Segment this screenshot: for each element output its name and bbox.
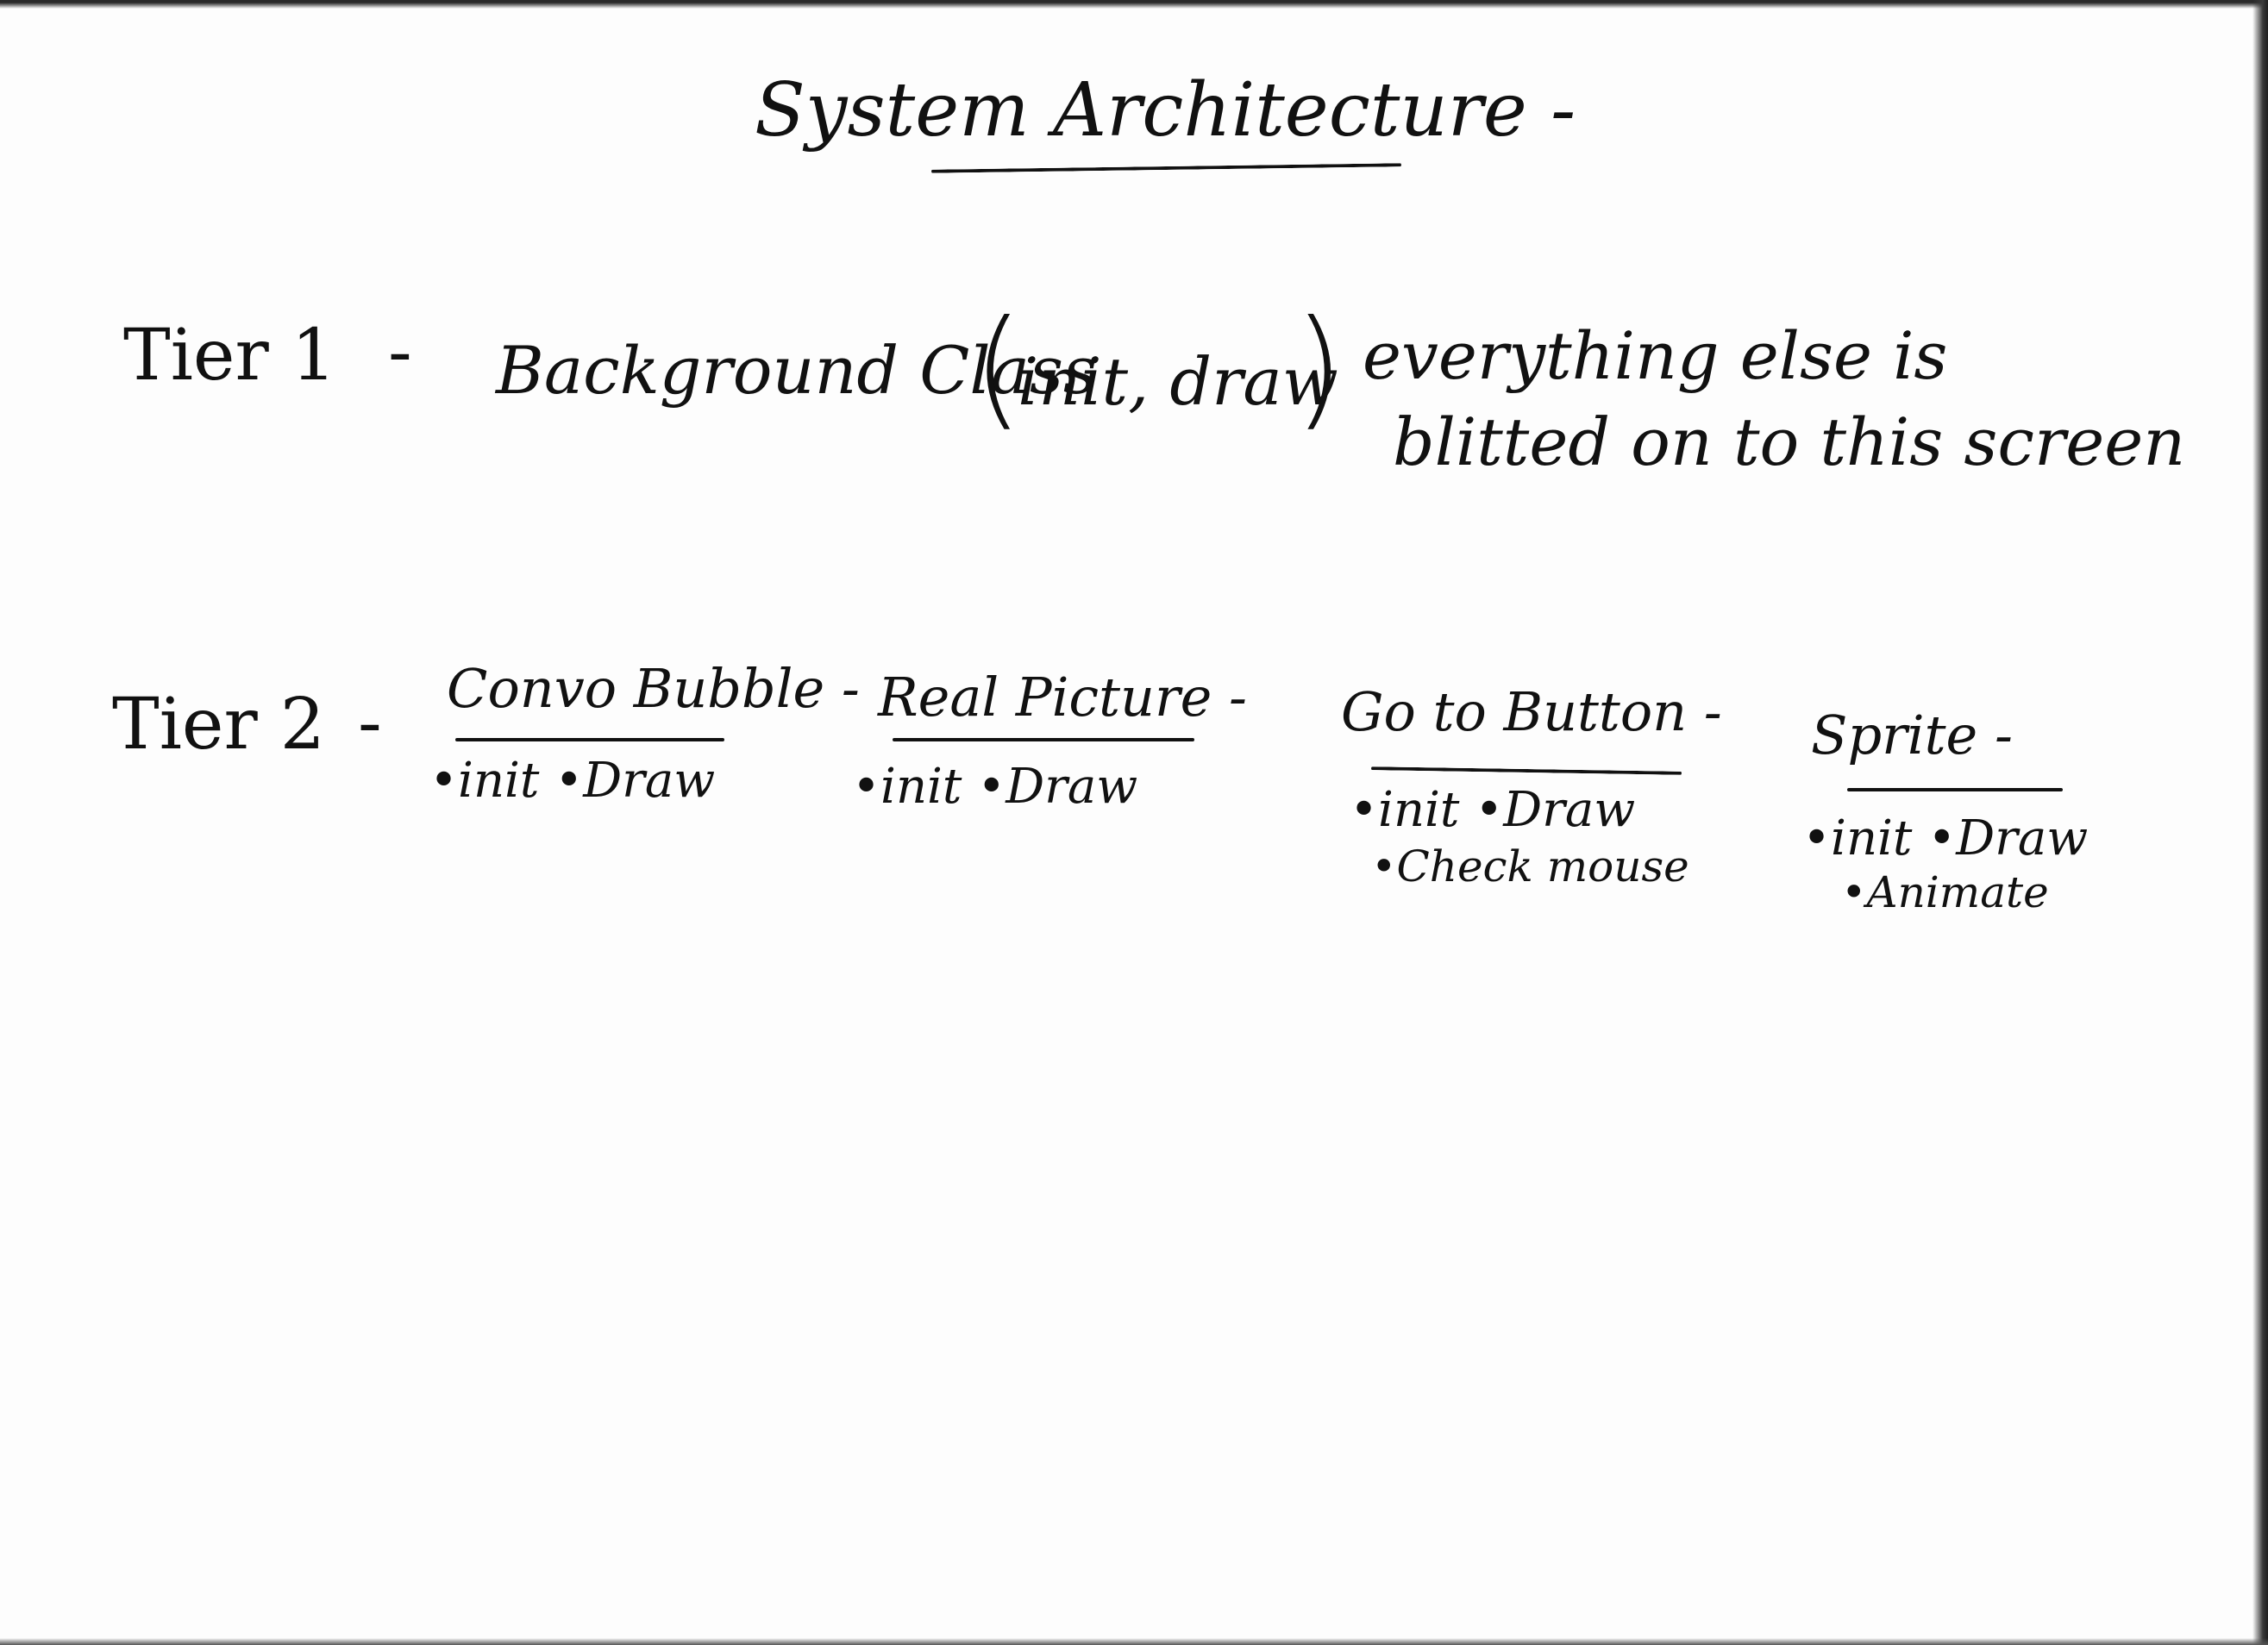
sprite-methods-1: •init •Draw <box>1802 810 2089 866</box>
tier2-separator: - <box>358 682 382 764</box>
tier2-label: Tier 2 <box>112 684 325 766</box>
sprite-underline <box>1847 788 2063 791</box>
convo-bubble-methods: •init •Draw <box>429 753 716 809</box>
page-bottom-edge <box>0 1638 2268 1645</box>
go-to-button-methods-1: •init •Draw <box>1350 782 1636 838</box>
open-paren: ( <box>973 293 1024 443</box>
convo-bubble-underline <box>455 738 724 741</box>
close-paren: ) <box>1294 293 1344 443</box>
background-class-name: Background Class <box>496 332 1097 409</box>
real-picture-methods: •init •Draw <box>852 759 1138 815</box>
go-to-button-methods-2: •Check mouse <box>1371 841 1689 891</box>
sprite-methods-2: •Animate <box>1841 867 2049 917</box>
page-right-edge <box>2252 0 2268 1645</box>
tier1-note-line1: everything else is <box>1363 317 1948 394</box>
go-to-button-underline <box>1370 766 1682 775</box>
tier1-label: Tier 1 <box>123 315 336 397</box>
tier1-separator: - <box>388 311 412 393</box>
tier1-note-line2: blitted on to this screen <box>1393 403 2186 480</box>
page-top-edge <box>0 0 2268 9</box>
background-class-methods: init, draw <box>1018 343 1338 420</box>
real-picture-underline <box>893 738 1194 741</box>
page-title: System Architecture - <box>755 67 1576 153</box>
component-convo-bubble: Convo Bubble - <box>447 657 860 720</box>
title-underline <box>930 163 1402 173</box>
component-sprite: Sprite - <box>1811 704 2013 766</box>
component-go-to-button: Go to Button - <box>1341 680 1722 743</box>
component-real-picture: Real Picture - <box>878 666 1247 729</box>
